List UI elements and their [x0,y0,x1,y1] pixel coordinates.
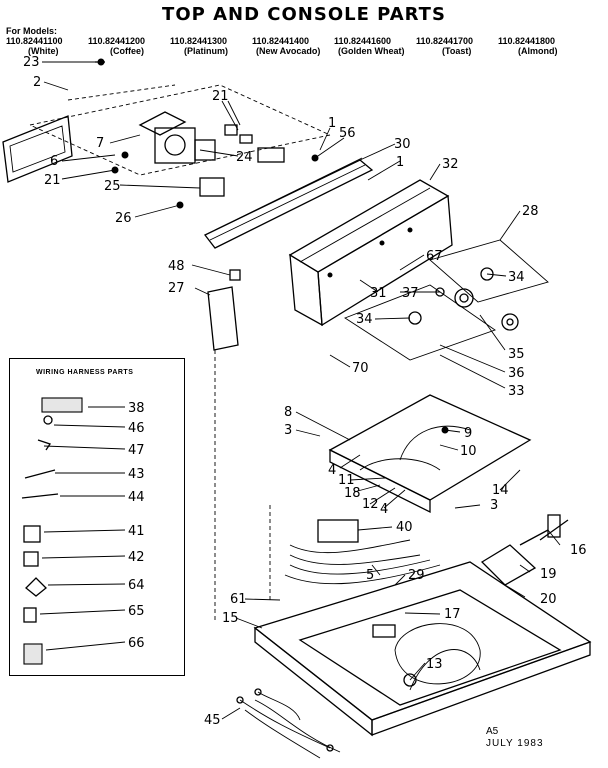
label-26: 26 [115,211,132,226]
label-44: 44 [128,490,145,505]
label-34a: 34 [508,270,525,285]
model-color: (White) [28,46,59,56]
label-21b: 21 [44,173,61,188]
lid-switch [480,514,569,586]
label-21a: 21 [212,89,229,104]
label-45: 45 [204,713,221,728]
model-number: 110.82441200 [88,36,146,46]
back-panel [2,115,73,183]
control-knobs [408,267,519,331]
label-46: 46 [128,421,145,436]
label-29: 29 [408,568,425,583]
label-56: 56 [339,126,356,141]
revision-date: JULY 1983 [486,738,544,749]
label-1b: 1 [396,155,404,170]
model-number: 110.82441700 [416,36,474,46]
revision-code: A5 [486,726,499,737]
label-36: 36 [508,366,525,381]
label-8: 8 [284,405,292,420]
timer-bracket [138,111,216,164]
label-15: 15 [222,611,239,626]
model-color: (Golden Wheat) [338,46,405,56]
label-24: 24 [236,150,253,165]
model-color: (New Avocado) [256,46,321,56]
label-28: 28 [522,204,539,219]
label-64: 64 [128,578,145,593]
harness-icons [21,397,83,665]
model-color: (Platinum) [184,46,228,56]
label-16: 16 [570,543,587,558]
label-1a: 1 [328,116,336,131]
label-23: 23 [23,55,40,70]
knob-frame [344,239,549,361]
label-20: 20 [540,592,557,607]
label-11: 11 [338,473,355,488]
label-37: 37 [402,286,419,301]
label-17: 17 [444,607,461,622]
label-33: 33 [508,384,525,399]
label-18: 18 [344,486,361,501]
label-61: 61 [230,592,247,607]
model-number: 110.82441800 [498,36,556,46]
label-7: 7 [96,136,104,151]
wiring-harness-box [9,358,185,676]
model-color: (Toast) [442,46,472,56]
control-mount-plate [28,84,332,176]
label-48: 48 [168,259,185,274]
model-number: 110.82441400 [252,36,310,46]
label-38: 38 [128,401,145,416]
label-4a: 4 [328,463,336,478]
label-66: 66 [128,636,145,651]
label-70: 70 [352,361,369,376]
model-color: (Coffee) [110,46,144,56]
label-67: 67 [426,249,443,264]
lid-plate [328,394,532,514]
model-number: 110.82441600 [334,36,392,46]
model-number: 110.82441100 [6,36,63,46]
label-3b: 3 [490,498,498,513]
main-harness [236,688,341,759]
console-panel [288,179,453,327]
label-35: 35 [508,347,525,362]
washer-top [253,561,592,737]
for-models-label: For Models: [6,26,57,36]
switch-assembly [199,124,285,197]
part-labels: 23 2 7 6 21 25 26 21 24 1 56 30 1 32 28 … [23,55,587,728]
model-color: (Almond) [518,46,558,56]
wiring-harness-title: WIRING HARNESS PARTS [36,369,134,376]
label-9: 9 [464,426,472,441]
label-3a: 3 [284,423,292,438]
label-47: 47 [128,443,145,458]
label-10: 10 [460,444,477,459]
label-32: 32 [442,157,459,172]
label-40: 40 [396,520,413,535]
label-4b: 4 [380,502,388,517]
label-5: 5 [366,568,374,583]
label-13: 13 [426,657,443,672]
label-65: 65 [128,604,145,619]
label-31: 31 [370,286,387,301]
page-title: TOP AND CONSOLE PARTS [162,4,446,25]
wire-harness [284,519,441,585]
model-number: 110.82441300 [170,36,228,46]
label-27: 27 [168,281,185,296]
label-42: 42 [128,550,145,565]
label-25: 25 [104,179,121,194]
label-14: 14 [492,483,509,498]
end-cap [207,269,241,351]
label-19: 19 [540,567,557,582]
label-34b: 34 [356,312,373,327]
label-43: 43 [128,467,145,482]
console-rail [203,157,374,249]
label-12: 12 [362,497,379,512]
label-41: 41 [128,524,145,539]
label-2: 2 [33,75,41,90]
leader-lines [39,61,561,720]
label-6: 6 [50,154,58,169]
label-30: 30 [394,137,411,152]
